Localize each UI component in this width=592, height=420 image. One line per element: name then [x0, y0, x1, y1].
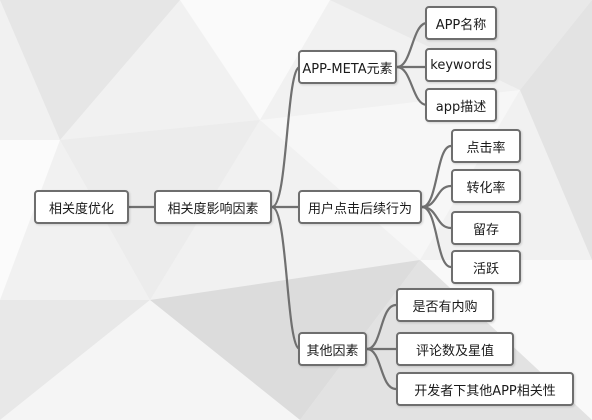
node-developer-apps[interactable]: 开发者下其他APP相关性 [396, 372, 574, 406]
node-reviews-rating[interactable]: 评论数及星值 [396, 332, 514, 366]
node-click-rate[interactable]: 点击率 [451, 129, 521, 163]
node-app-description[interactable]: app描述 [425, 88, 497, 122]
node-active[interactable]: 活跃 [451, 250, 521, 284]
node-level1[interactable]: 相关度影响因素 [154, 190, 272, 224]
node-app-meta[interactable]: APP-META元素 [298, 50, 397, 84]
connector-meta-name [395, 21, 429, 69]
node-other-factors[interactable]: 其他因素 [298, 332, 367, 366]
node-in-app-purchase[interactable]: 是否有内购 [396, 288, 494, 322]
node-conversion-rate[interactable]: 转化率 [451, 169, 521, 203]
connector-level1-other [270, 205, 302, 351]
node-keywords[interactable]: keywords [425, 48, 497, 82]
node-root[interactable]: 相关度优化 [34, 190, 129, 224]
connector-behavior-active [420, 205, 453, 269]
connector-level1-meta [270, 65, 302, 209]
node-user-behavior[interactable]: 用户点击后续行为 [298, 190, 422, 224]
connector-meta-desc [395, 65, 429, 107]
connector-other-iap [365, 303, 398, 351]
node-app-name[interactable]: APP名称 [425, 6, 497, 40]
node-retention[interactable]: 留存 [451, 211, 521, 245]
connector-other-dev [365, 347, 398, 391]
